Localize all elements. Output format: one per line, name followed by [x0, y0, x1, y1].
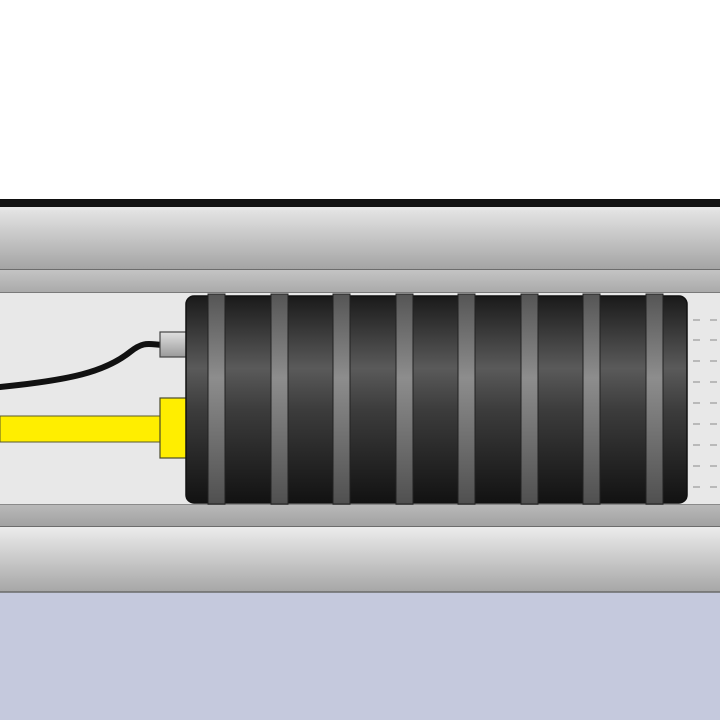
plug-band-1 [207, 293, 226, 505]
control-cable [0, 341, 168, 390]
pipe-wall-top [0, 199, 720, 294]
plug-band-7 [582, 293, 601, 505]
plug-band-8 [645, 293, 664, 505]
water-marks [693, 319, 717, 488]
plug-band-2 [270, 293, 289, 505]
inflatable-plug [185, 293, 688, 505]
sky-area [0, 0, 720, 200]
pipe-wall-bottom [0, 504, 720, 593]
air-hose [0, 397, 188, 459]
plug-band-5 [457, 293, 476, 505]
plug-band-4 [395, 293, 414, 505]
cable-connector [159, 331, 188, 358]
ground-area [0, 592, 720, 720]
plug-band-3 [332, 293, 351, 505]
plug-bands [207, 293, 664, 505]
plug-band-6 [520, 293, 539, 505]
